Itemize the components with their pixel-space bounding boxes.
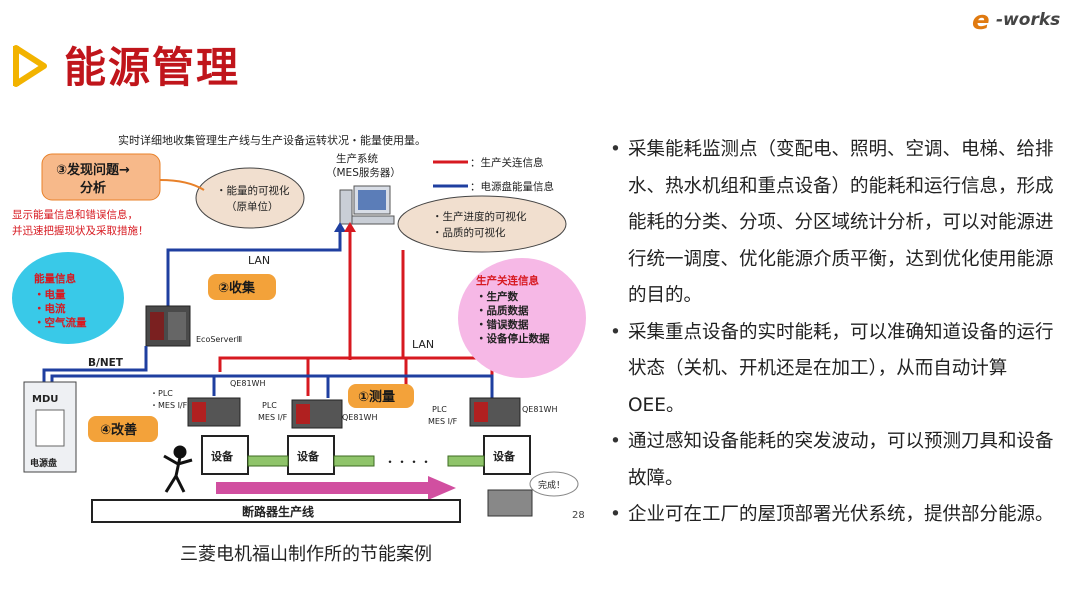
server-computer-icon <box>340 186 394 224</box>
ecoserver-device-icon <box>146 306 190 346</box>
svg-text:・MES I/F: ・MES I/F <box>150 401 188 410</box>
system-label: 生产系统 <box>336 152 378 165</box>
bullet-item: 采集重点设备的实时能耗，可以准确知道设备的运行状态（关机、开机还是在加工），从而… <box>608 315 1058 425</box>
svg-text:・设备停止数据: ・设备停止数据 <box>476 332 550 345</box>
svg-text:MES I/F: MES I/F <box>258 413 288 422</box>
svg-text:PLC: PLC <box>432 405 447 414</box>
svg-text:：生产关连信息: ：生产关连信息 <box>470 156 544 169</box>
svg-text:LAN: LAN <box>248 254 270 267</box>
svg-text:EcoServerⅢ: EcoServerⅢ <box>196 335 242 344</box>
svg-text:・・・・: ・・・・ <box>384 455 432 469</box>
energy-visual-bubble <box>196 168 304 228</box>
step1-label: ①测量 <box>358 389 395 405</box>
svg-text:・品质数据: ・品质数据 <box>476 304 529 317</box>
svg-text:能量信息: 能量信息 <box>34 272 76 285</box>
svg-text:QE81WH: QE81WH <box>522 405 557 414</box>
svg-text:设备: 设备 <box>493 449 516 463</box>
svg-text:（MES服务器）: （MES服务器） <box>326 166 401 179</box>
red-note: 显示能量信息和错误信息， <box>12 208 138 221</box>
svg-text:：电源盘能量信息: ：电源盘能量信息 <box>470 180 554 193</box>
svg-text:・PLC: ・PLC <box>150 389 173 398</box>
worker-figure-icon <box>164 447 192 492</box>
bullet-item: 通过感知设备能耗的突发波动，可以预测刀具和设备故障。 <box>608 424 1058 497</box>
bullet-list: 采集能耗监测点（变配电、照明、空调、电梯、给排水、热水机组和重点设备）的能耗和运… <box>608 132 1058 534</box>
breaker-product <box>488 490 532 516</box>
svg-text:・生产进度的可视化: ・生产进度的可视化 <box>432 210 527 223</box>
flow-arrow <box>216 476 456 500</box>
svg-text:并迅速把握现状及采取措施！: 并迅速把握现状及采取措施！ <box>12 224 149 237</box>
svg-text:・能量的可视化: ・能量的可视化 <box>216 184 290 197</box>
svg-text:・生产数: ・生产数 <box>476 290 518 303</box>
svg-text:（原单位）: （原单位） <box>226 200 279 213</box>
svg-text:・电流: ・电流 <box>34 302 66 315</box>
svg-text:电源盘: 电源盘 <box>30 457 57 469</box>
svg-text:MES I/F: MES I/F <box>428 417 458 426</box>
bullet-item: 采集能耗监测点（变配电、照明、空调、电梯、给排水、热水机组和重点设备）的能耗和运… <box>608 132 1058 315</box>
page-title: 能源管理 <box>64 34 240 95</box>
step2-label: ②收集 <box>218 280 256 296</box>
diagram-header: 实时详细地收集管理生产线与生产设备运转状况・能量使用量。 <box>118 133 426 147</box>
svg-text:PLC: PLC <box>262 401 277 410</box>
energy-info-circle <box>12 252 124 344</box>
step4-label: ④改善 <box>100 422 137 438</box>
svg-text:・空气流量: ・空气流量 <box>34 316 87 329</box>
bullet-item: 企业可在工厂的屋顶部署光伏系统，提供部分能源。 <box>608 497 1058 534</box>
svg-text:・电量: ・电量 <box>34 288 66 301</box>
svg-text:B/NET: B/NET <box>88 357 124 369</box>
svg-text:生产关连信息: 生产关连信息 <box>476 274 539 287</box>
svg-text:・品质的可视化: ・品质的可视化 <box>432 226 506 239</box>
progress-visual-bubble <box>398 196 566 252</box>
energy-management-diagram: 实时详细地收集管理生产线与生产设备运转状况・能量使用量。 ③发现问题→ 分析 显… <box>8 120 593 530</box>
svg-text:设备: 设备 <box>297 449 320 463</box>
step3-label: ③发现问题→ <box>56 162 130 178</box>
diagram-caption: 三菱电机福山制作所的节能案例 <box>180 540 432 566</box>
svg-text:断路器生产线: 断路器生产线 <box>242 504 314 519</box>
svg-text:设备: 设备 <box>211 449 234 463</box>
svg-text:QE81WH: QE81WH <box>342 413 377 422</box>
play-arrow-icon <box>10 44 50 88</box>
svg-text:LAN: LAN <box>412 338 434 351</box>
svg-text:MDU: MDU <box>32 394 58 405</box>
svg-text:分析: 分析 <box>80 180 106 196</box>
svg-text:QE81WH: QE81WH <box>230 379 265 388</box>
svg-text:28: 28 <box>572 510 585 521</box>
svg-text:・错误数据: ・错误数据 <box>476 318 529 331</box>
svg-text:完成！: 完成！ <box>538 479 565 491</box>
